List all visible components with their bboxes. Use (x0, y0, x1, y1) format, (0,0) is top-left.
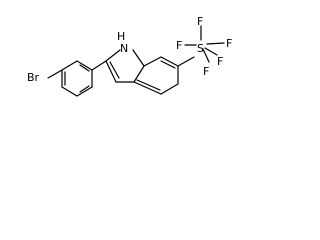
benzo-ring (133, 56, 179, 95)
sulfur-bond (177, 56, 195, 67)
pentafluorosulfanyl-bonds (184, 25, 225, 63)
bromophenyl-ring (61, 60, 93, 97)
fluorine-right-label: F (226, 37, 232, 50)
bromine-bond (47, 69, 63, 79)
fluorine-top-label: F (197, 15, 203, 28)
biaryl-bond (91, 60, 107, 71)
bromine-label: Br (27, 71, 40, 84)
sulfur-label: S (197, 42, 204, 55)
indole-nitrogen-label: N (120, 42, 128, 55)
fluorine-lower-right-label: F (217, 55, 223, 68)
pyrrole-ring (105, 49, 145, 83)
fluorine-bottom-label: F (203, 65, 209, 78)
indole-hydrogen-label: H (117, 30, 125, 43)
chemical-structure: Br H N S F F F F F (27, 15, 232, 97)
fluorine-left-label: F (176, 39, 182, 52)
